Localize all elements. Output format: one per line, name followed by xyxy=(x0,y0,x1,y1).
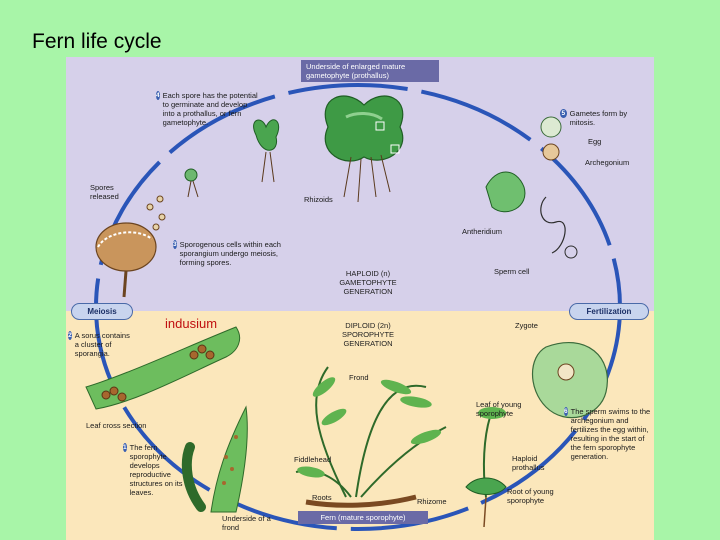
step-2-number: 2 xyxy=(68,331,72,340)
archegonium-label: Archegonium xyxy=(585,158,630,167)
spores-released-label: Spores released xyxy=(90,183,119,201)
underside-of-frond-label: Underside of a frond xyxy=(222,514,271,532)
leaf-of-young-sporophyte-label: Leaf of young sporophyte xyxy=(476,400,522,418)
step-3-number: 3 xyxy=(173,240,177,249)
mature-sporophyte-caption-box: Fern (mature sporophyte) xyxy=(298,511,428,524)
step-4-number: 4 xyxy=(156,91,160,100)
fern-leaflets xyxy=(297,377,442,478)
fiddlehead-label: Fiddlehead xyxy=(294,455,332,464)
step-6-text: The sperm swims to the archegonium and f… xyxy=(570,407,651,461)
rhizome-label: Rhizome xyxy=(417,497,447,506)
egg-label: Egg xyxy=(588,137,602,146)
step-3-text: Sporogenous cells within each sporangium… xyxy=(179,240,281,267)
root-of-young-sporophyte-label: Root of young sporophyte xyxy=(507,487,554,505)
step-5-caption: 5 Gametes form by mitosis. xyxy=(560,109,632,127)
frond-label: Frond xyxy=(349,373,369,382)
step-6-number: 6 xyxy=(564,407,568,416)
indusium-annotation: indusium xyxy=(165,316,218,331)
young-sporophyte-illustration xyxy=(465,407,507,528)
sporangium-illustration xyxy=(95,195,166,298)
step-4-text: Each spore has the potential to germinat… xyxy=(162,91,258,127)
prothallus-caption-box: Underside of enlarged mature gametophyte… xyxy=(301,60,439,82)
step-3-caption: 3 Sporogenous cells within each sporangi… xyxy=(173,240,281,267)
leaf-cross-section-illustration xyxy=(85,326,241,410)
slide-title: Fern life cycle xyxy=(32,30,162,53)
frond-underside-illustration xyxy=(181,405,248,513)
leaf-cross-section-label: Leaf cross section xyxy=(86,421,147,430)
step-2-text: A sorus contains a cluster of sporangia. xyxy=(74,331,130,358)
step-1-number: 1 xyxy=(123,443,127,452)
prothallus-illustration xyxy=(324,95,404,203)
sperm-cell-label: Sperm cell xyxy=(494,267,530,276)
zygote-illustration xyxy=(532,342,608,419)
step-5-number: 5 xyxy=(560,109,567,118)
step-4-caption: 4 Each spore has the potential to germin… xyxy=(156,91,260,127)
rhizoids-label: Rhizoids xyxy=(304,195,333,204)
life-cycle-diagram: Underside of enlarged mature gametophyte… xyxy=(66,57,654,540)
step-1-caption: 1 The fern sporophyte develops reproduct… xyxy=(123,443,193,497)
roots-label: Roots xyxy=(312,493,332,502)
haploid-region xyxy=(66,57,654,311)
step-2-caption: 2 A sorus contains a cluster of sporangi… xyxy=(68,331,130,358)
fertilization-label: Fertilization xyxy=(569,303,649,320)
meiosis-label: Meiosis xyxy=(71,303,133,320)
diagram-illustration xyxy=(85,83,622,531)
antheridium-label: Antheridium xyxy=(462,227,503,236)
haploid-generation-label: HAPLOID (n) GAMETOPHYTE GENERATION xyxy=(339,269,397,296)
zygote-label: Zygote xyxy=(515,321,538,330)
germinating-spore-illustration xyxy=(184,119,280,198)
step-1-text: The fern sporophyte develops reproductiv… xyxy=(129,443,183,497)
haploid-prothallus-label: Haploid prothallus xyxy=(512,454,545,472)
rhizome-illustration xyxy=(305,494,417,508)
step-5-text: Gametes form by mitosis. xyxy=(569,109,628,127)
gametangia-illustration xyxy=(485,116,578,259)
step-6-caption: 6 The sperm swims to the archegonium and… xyxy=(564,407,654,461)
diploid-generation-label: DIPLOID (2n) SPOROPHYTE GENERATION xyxy=(341,321,395,348)
